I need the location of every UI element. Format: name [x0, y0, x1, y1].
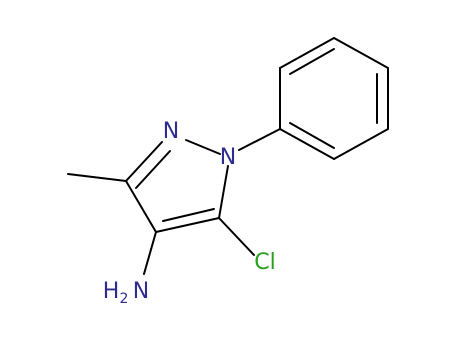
bond-c4-c5 [155, 217, 220, 233]
bond-phenyl-5 [279, 128, 335, 160]
bond-phenyl-1 [279, 37, 335, 69]
atom-n1-label: N [220, 145, 236, 170]
bond-phenyl-4 [333, 128, 389, 160]
bond-n2-c3-inner [135, 150, 171, 189]
bond-phenyl-inner-1 [289, 48, 335, 75]
bond-n2-c3 [125, 141, 163, 182]
bond-phenyl-inner-3 [289, 122, 335, 149]
bond-c5-cl [218, 217, 255, 256]
bond-c4-c5-inner [162, 208, 215, 222]
bond-n1-phenyl [238, 128, 281, 151]
amine-h-label: H [103, 279, 120, 304]
bond-c3-c4 [125, 180, 157, 233]
bond-methyl [67, 173, 127, 182]
bond-c5-n1 [218, 165, 229, 219]
atom-cl-label: Cl [254, 250, 275, 275]
bond-c4-nh2 [143, 231, 157, 275]
amine-n-label: N [133, 279, 149, 304]
bond-phenyl-2 [333, 37, 389, 69]
bond-n1-n2 [185, 139, 221, 155]
amine-subscript: 2 [120, 291, 129, 307]
atom-n2-label: N [163, 119, 179, 144]
